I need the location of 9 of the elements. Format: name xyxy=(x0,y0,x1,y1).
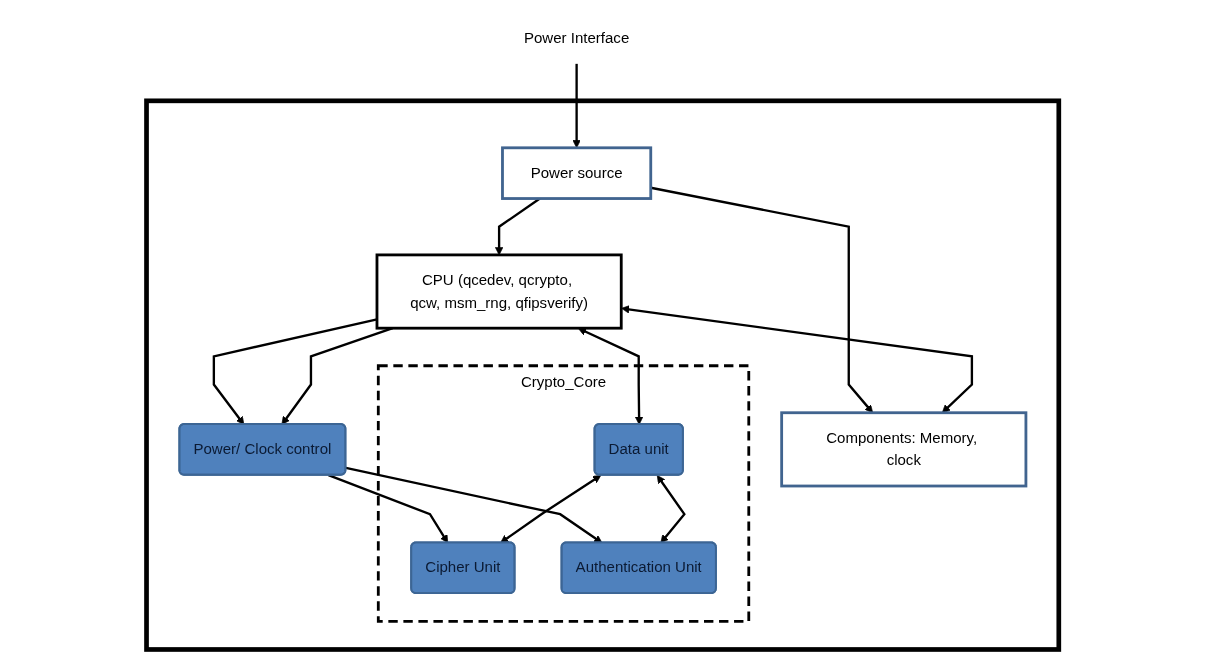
arrow xyxy=(345,466,603,544)
node-box: Power source xyxy=(500,146,652,200)
node-box: CPU (qcedev, qcrypto, qcw, msm_rng, qfipsverify) xyxy=(375,253,623,330)
cluster xyxy=(144,98,1061,652)
node-text: Power Interface xyxy=(523,29,630,46)
arrow xyxy=(327,474,448,544)
arrow xyxy=(656,475,686,544)
node-box: Components: Memory, clock xyxy=(780,411,1028,488)
arrow xyxy=(500,475,601,544)
